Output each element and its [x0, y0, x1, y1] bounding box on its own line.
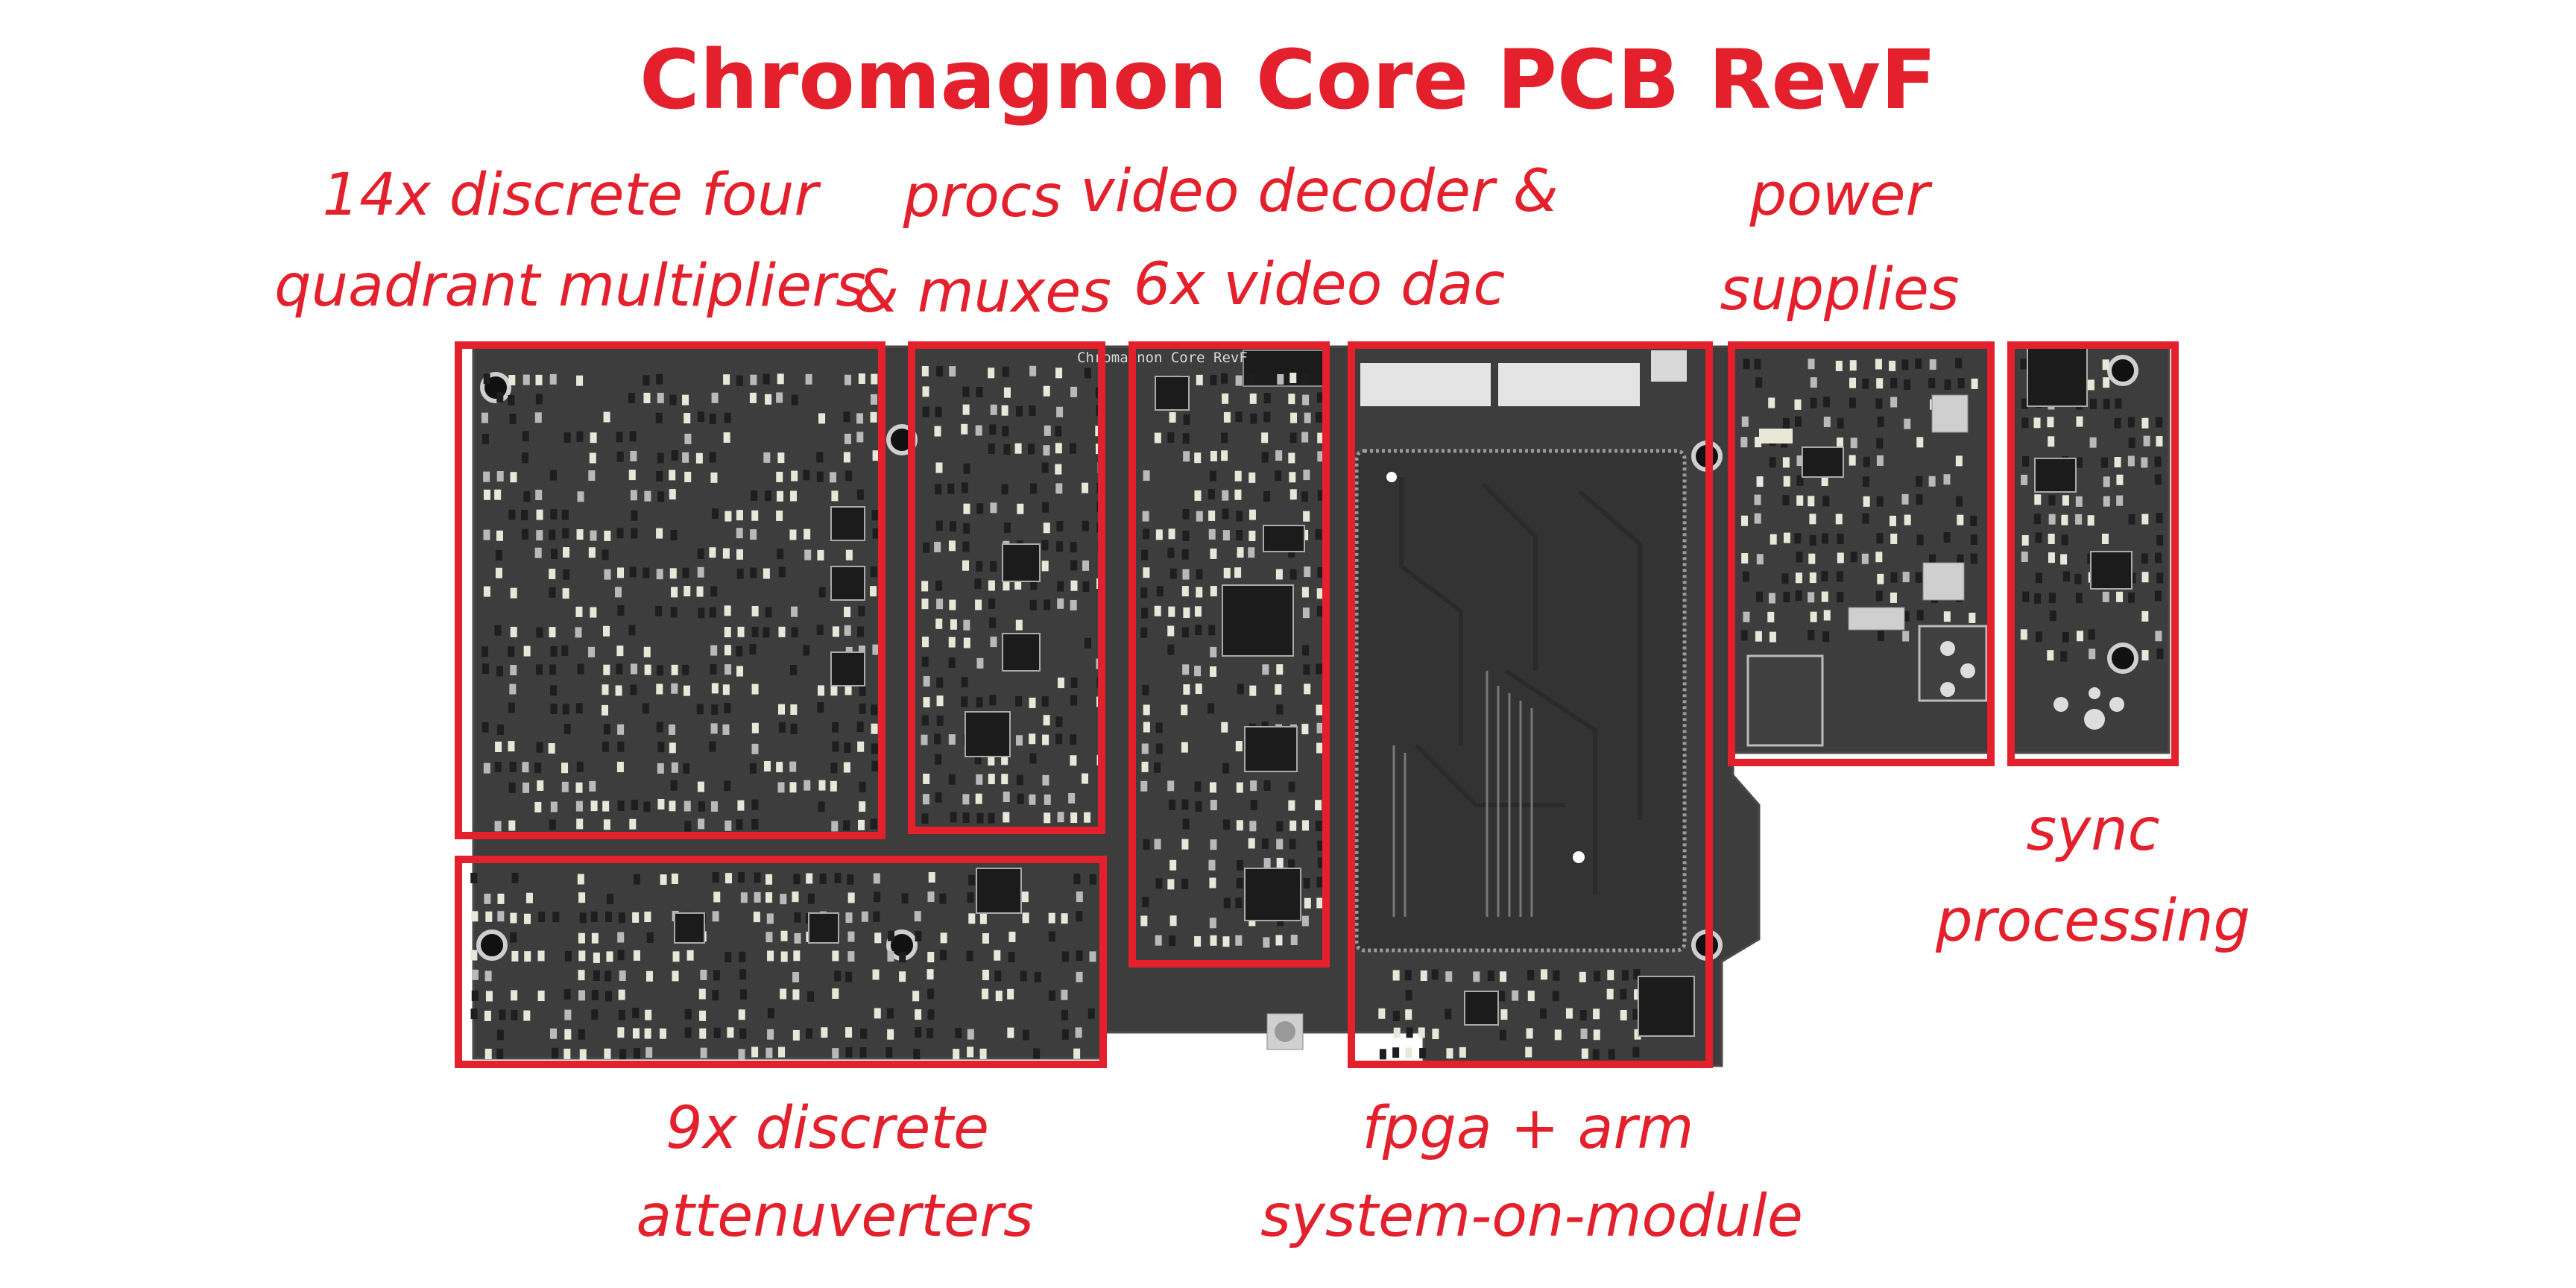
som-traces	[1399, 477, 1642, 894]
label-attenuverters-line1: 9x discrete	[666, 1095, 989, 1162]
label-video-line2: 6x video dac	[1134, 251, 1506, 318]
som-fiducial	[1573, 851, 1585, 863]
pcb-board: Chromagnon Core RevF	[470, 343, 2171, 1067]
label-video-line1: video decoder &	[1080, 158, 1558, 225]
label-sync-line1: sync	[2026, 797, 2159, 864]
box-procs-muxes	[908, 341, 1105, 834]
box-power	[1728, 341, 1995, 766]
label-sync-line2: processing	[1935, 888, 2250, 955]
label-procs-line2: & muxes	[853, 259, 1111, 326]
label-power-line2: supplies	[1720, 256, 1959, 323]
box-video	[1128, 341, 1330, 967]
label-multipliers-line1: 14x discrete four	[322, 162, 821, 229]
som-pin1-marker	[1386, 472, 1397, 482]
board-silkscreen-name: Chromagnon Core RevF	[1077, 350, 1248, 366]
box-fpga	[1348, 341, 1713, 1068]
box-sync	[2007, 341, 2179, 766]
box-attenuverters	[455, 856, 1107, 1068]
power-components	[1266, 394, 2124, 1050]
reset-button-cap	[1275, 1021, 1295, 1042]
ic-chips	[674, 346, 2133, 1037]
label-procs-line1: procs	[903, 163, 1062, 230]
label-fpga-line2: system-on-module	[1260, 1183, 1803, 1250]
som-fine-traces	[1392, 671, 1533, 917]
box-multipliers	[455, 341, 886, 839]
label-multipliers-line2: quadrant multipliers	[274, 253, 866, 320]
header-row-top	[1360, 350, 1687, 406]
jtag-header	[1243, 350, 1330, 387]
label-power-line1: power	[1749, 162, 1933, 229]
label-attenuverters-line2: attenuverters	[636, 1183, 1033, 1250]
label-fpga-line1: fpga + arm	[1362, 1095, 1693, 1162]
annotation-boxes	[455, 341, 2179, 1068]
annotation-labels: 14x discrete four quadrant multipliers p…	[274, 158, 2250, 1250]
diagram-title: Chromagnon Core PCB RevF	[640, 32, 1936, 127]
